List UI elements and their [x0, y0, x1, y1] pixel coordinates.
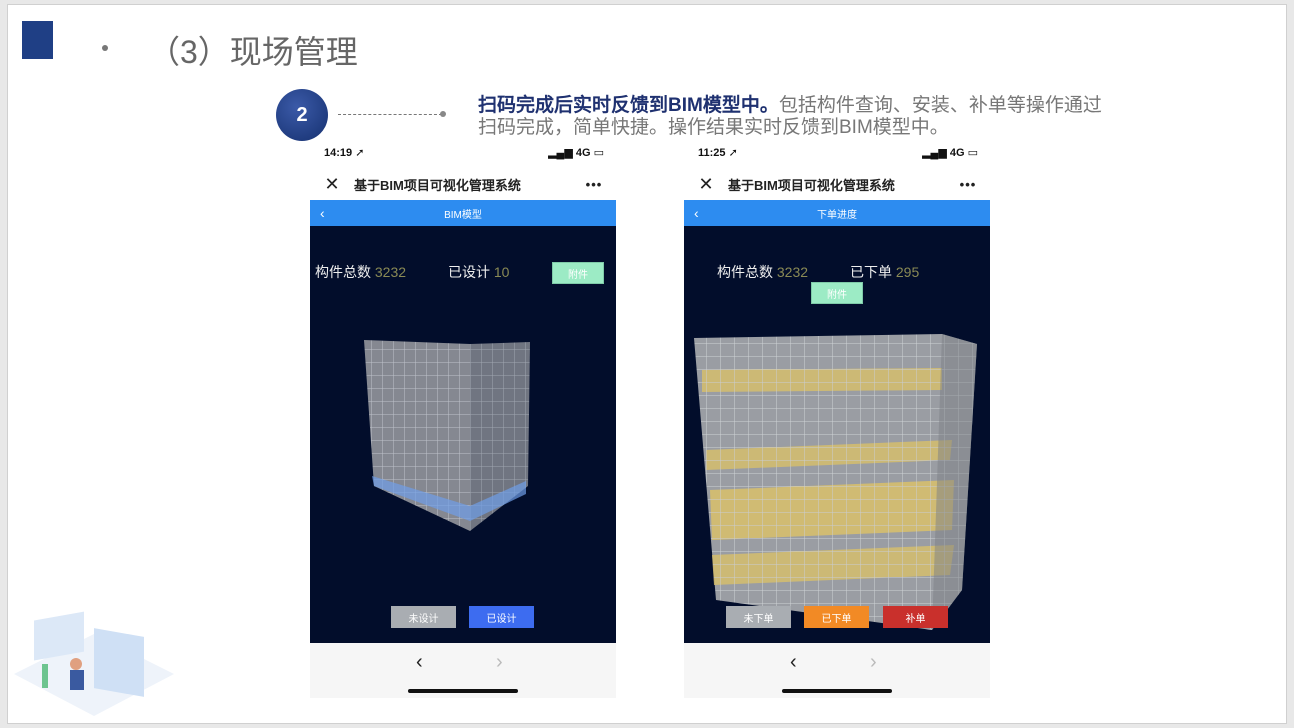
bullet — [102, 45, 108, 51]
phone-screen-bim-model: 14:19 ➚ ▂▄▆ 4G ▭ ✕ 基于BIM项目可视化管理系统 ••• ‹ BIM模… — [310, 140, 616, 698]
ordered-count: 已下单 295 — [850, 264, 920, 280]
connector-dot — [440, 111, 446, 117]
time: 14:19 ➚ — [324, 147, 365, 159]
slide-title: （3）现场管理 — [148, 34, 358, 70]
total-count: 构件总数 3232 — [315, 264, 407, 280]
designed-button[interactable]: 已设计 — [469, 606, 534, 628]
more-icon[interactable]: ••• — [959, 176, 977, 192]
status-bar: 11:25 ➚ ▂▄▆ 4G ▭ — [698, 146, 978, 159]
more-icon[interactable]: ••• — [585, 176, 603, 192]
title-marker — [22, 21, 53, 59]
time: 11:25 ➚ — [698, 147, 738, 159]
signal: ▂▄▆ 4G ▭ — [922, 147, 978, 159]
decorative-illustration — [14, 611, 174, 716]
attachment-button[interactable]: 附件 — [552, 262, 604, 284]
model-viewer[interactable]: 构件总数 3232 已下单 295 附件 未下单 已下单 补单 — [684, 226, 990, 643]
home-indicator[interactable] — [408, 689, 518, 693]
connector-line — [338, 114, 442, 115]
slide: （3）现场管理 2 扫码完成后实时反馈到BIM模型中。包括构件查询、安装、补单等… — [7, 4, 1287, 724]
forward-arrow[interactable]: › — [496, 651, 503, 673]
attachment-button[interactable]: 附件 — [811, 282, 863, 304]
back-arrow[interactable]: ‹ — [790, 651, 797, 673]
designed-count: 已设计 10 — [448, 264, 510, 280]
total-count: 构件总数 3232 — [717, 264, 809, 280]
forward-arrow[interactable]: › — [870, 651, 877, 673]
app-title: 基于BIM项目可视化管理系统 — [354, 177, 521, 193]
step-badge: 2 — [276, 89, 328, 141]
description-bold: 扫码完成后实时反馈到BIM模型中。 — [478, 95, 779, 116]
nav-title: BIM模型 — [444, 209, 482, 221]
phone-screen-order-progress: 11:25 ➚ ▂▄▆ 4G ▭ ✕ 基于BIM项目可视化管理系统 ••• ‹ 下单进度… — [684, 140, 990, 698]
undesigned-button[interactable]: 未设计 — [391, 606, 456, 628]
nav-title: 下单进度 — [817, 209, 857, 221]
app-title: 基于BIM项目可视化管理系统 — [728, 177, 895, 193]
home-indicator[interactable] — [782, 689, 892, 693]
back-icon[interactable]: ‹ — [694, 205, 699, 221]
back-icon[interactable]: ‹ — [320, 205, 325, 221]
close-icon[interactable]: ✕ — [324, 173, 340, 194]
not-ordered-button[interactable]: 未下单 — [726, 606, 791, 628]
model-viewer[interactable]: 构件总数 3232 已设计 10 附件 未设计 已设计 — [310, 226, 616, 643]
ordered-button[interactable]: 已下单 — [804, 606, 869, 628]
signal: ▂▄▆ 4G ▭ — [548, 147, 604, 159]
status-bar: 14:19 ➚ ▂▄▆ 4G ▭ — [324, 146, 604, 159]
description-text: 包括构件查询、安装、补单等操作通过扫码完成，简单快捷。操作结果实时反馈到BIM模… — [478, 95, 1102, 138]
description: 扫码完成后实时反馈到BIM模型中。包括构件查询、安装、补单等操作通过扫码完成，简… — [478, 95, 1118, 139]
building-model — [364, 340, 530, 531]
reorder-button[interactable]: 补单 — [883, 606, 948, 628]
building-model — [694, 334, 977, 630]
close-icon[interactable]: ✕ — [698, 173, 714, 194]
back-arrow[interactable]: ‹ — [416, 651, 423, 673]
